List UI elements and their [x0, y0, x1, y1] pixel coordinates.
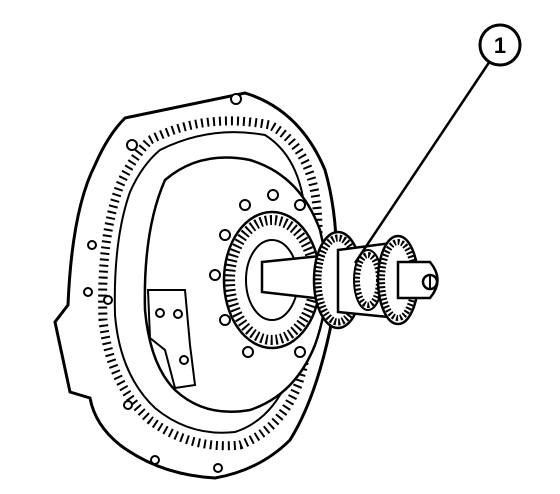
flywheel-bolt-hole [150, 455, 160, 465]
cover-bolt [242, 346, 254, 358]
tab-hole [173, 309, 183, 319]
callout-1: 1 [353, 23, 522, 264]
flywheel-bolt-hole [123, 400, 133, 410]
callout-circle [478, 23, 522, 67]
cover-bolt [239, 199, 251, 211]
flywheel-bolt-hole [213, 463, 223, 473]
clutch-alignment-tool [260, 230, 439, 330]
cover-bolt [267, 189, 279, 201]
cover-bolt [294, 346, 306, 358]
cover-bolt [294, 199, 306, 211]
cover-bolt [219, 229, 231, 241]
flywheel-bolt-hole [83, 287, 93, 297]
tab-hole [155, 308, 165, 318]
flywheel-bolt-hole [103, 295, 113, 305]
flywheel-bolt-hole [126, 139, 138, 151]
cover-bolt [219, 314, 231, 326]
tab-hole [179, 355, 189, 365]
callout-label: 1 [494, 33, 506, 58]
flywheel-bolt-hole [87, 240, 97, 250]
cover-bolt [209, 269, 221, 281]
callout-leader [353, 57, 494, 264]
flywheel-inner-rim [113, 131, 308, 434]
flywheel-bolt-hole [230, 93, 242, 105]
